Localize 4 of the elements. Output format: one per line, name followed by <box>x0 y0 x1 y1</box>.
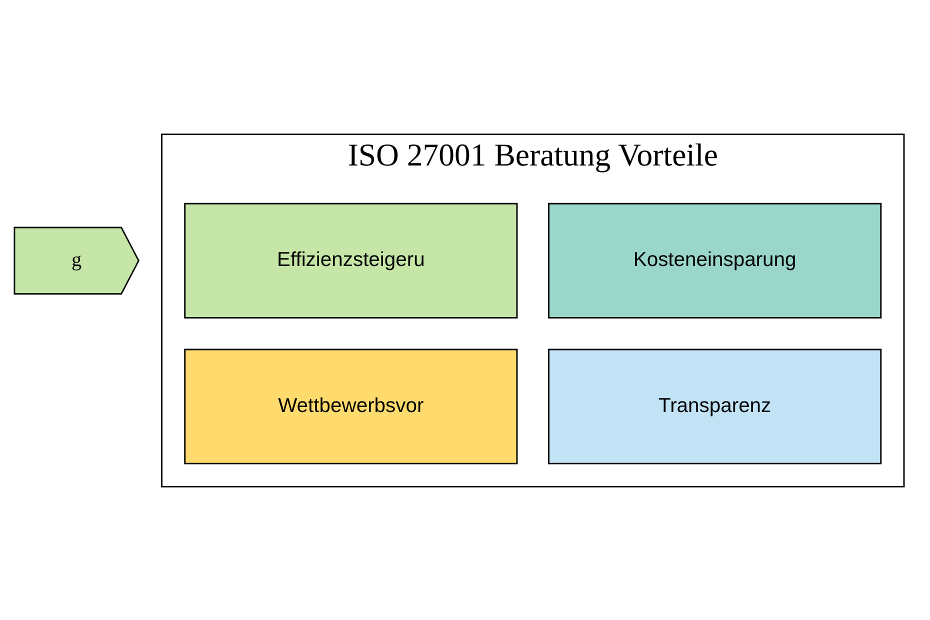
node-box: Transparenz <box>548 348 882 464</box>
node-box: Effizienzsteigeru <box>184 202 518 318</box>
node-box: Wettbewerbsvor <box>184 348 518 464</box>
node-box: Kosteneinsparung <box>548 202 882 318</box>
